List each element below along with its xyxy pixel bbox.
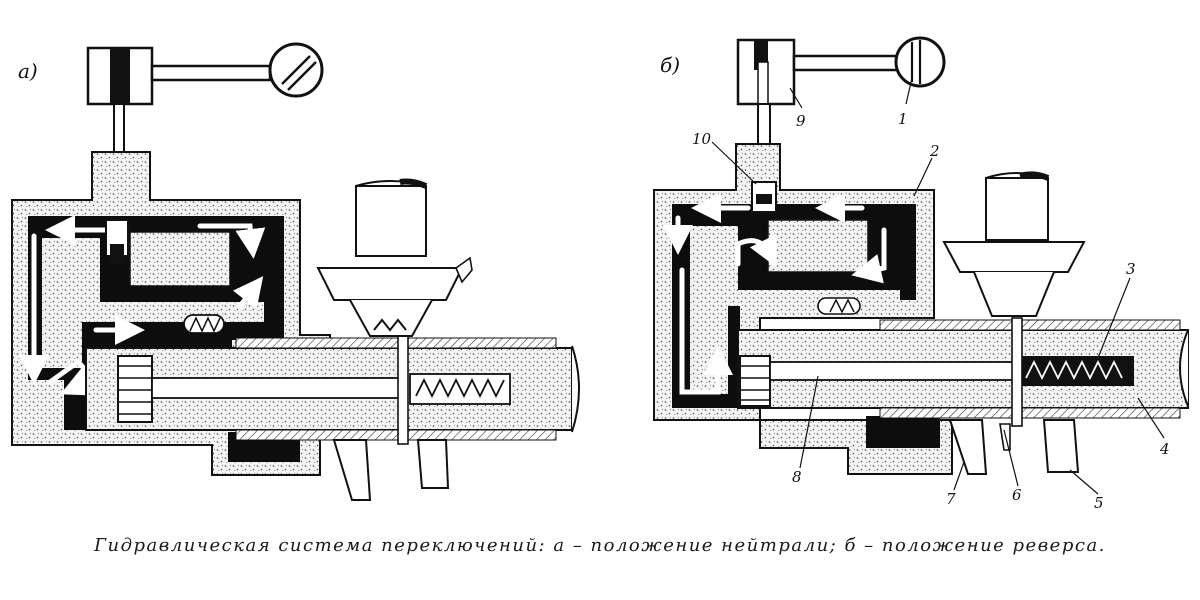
panel-b-shaft — [737, 317, 1189, 427]
panel-b-diagram: б) — [653, 36, 1189, 512]
callout-5: 5 — [1094, 494, 1104, 512]
callout-1: 1 — [898, 110, 908, 128]
callout-8: 8 — [792, 468, 802, 486]
check-valve-a — [183, 314, 225, 334]
callout-3: 3 — [1126, 260, 1136, 278]
panel-b-leader-lines — [711, 77, 1165, 495]
panel-a-lever — [86, 42, 324, 225]
panel-a-diagram: а) — [11, 42, 580, 501]
callout-6: 6 — [1012, 486, 1022, 504]
panel-a-label: а) — [18, 59, 38, 83]
callout-7: 7 — [946, 490, 956, 508]
callout-9: 9 — [796, 112, 806, 130]
callout-4: 4 — [1159, 440, 1170, 458]
panel-a-shaft — [85, 335, 580, 445]
panel-b-flow-arrows — [663, 193, 887, 395]
panel-a-gear-cluster — [316, 178, 473, 501]
callout-10: 10 — [692, 130, 712, 148]
panel-b-gear-cluster — [942, 171, 1086, 475]
panel-b-callouts: 1 2 3 4 5 6 7 8 9 10 — [692, 110, 1170, 512]
panel-b-label: б) — [660, 53, 680, 77]
figure-caption: Гидравлическая система переключений: а –… — [94, 535, 1106, 556]
callout-2: 2 — [929, 142, 940, 160]
panel-a-flow-arrows — [19, 215, 266, 396]
